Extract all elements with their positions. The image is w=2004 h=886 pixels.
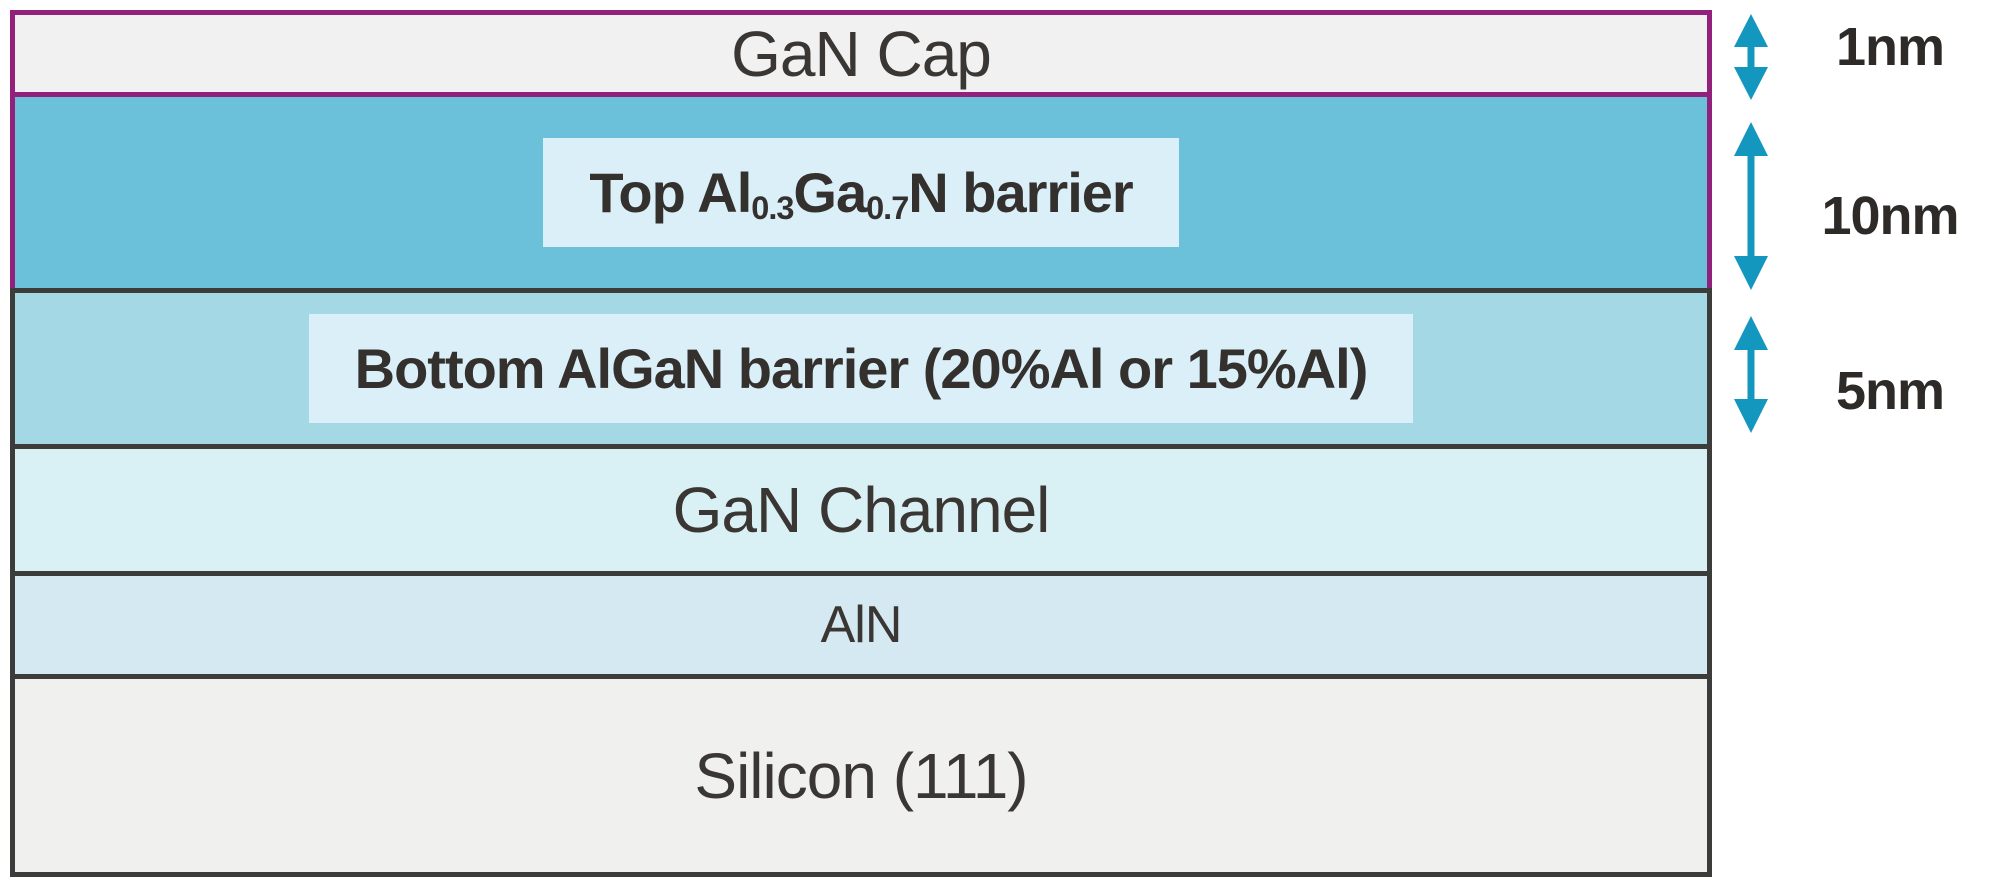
- arrow-head-down: [1734, 256, 1768, 290]
- layer-top-algan-barrier-label: Top Al0.3Ga0.7N barrier: [543, 138, 1179, 247]
- layer-top-algan-barrier: Top Al0.3Ga0.7N barrier: [10, 92, 1712, 293]
- layer-gan-channel: GaN Channel: [10, 444, 1712, 576]
- dimension-label-1nm: 1nm: [1835, 17, 1945, 77]
- layer-silicon-substrate: Silicon (111): [10, 674, 1712, 877]
- arrow-head-up: [1734, 316, 1768, 350]
- arrow-head-up: [1734, 122, 1768, 156]
- layer-gan-channel-label: GaN Channel: [672, 474, 1051, 546]
- dimension-label-10nm: 10nm: [1821, 186, 1959, 246]
- layer-aln: AlN: [10, 571, 1712, 679]
- layer-gan-cap-label: GaN Cap: [731, 17, 992, 90]
- layer-bottom-algan-barrier: Bottom AlGaN barrier (20%Al or 15%Al): [10, 288, 1712, 449]
- layer-bottom-algan-barrier-label: Bottom AlGaN barrier (20%Al or 15%Al): [308, 314, 1414, 423]
- arrow-head-down: [1734, 399, 1768, 433]
- dimension-label-5nm: 5nm: [1835, 361, 1945, 421]
- arrow-head-down: [1734, 67, 1768, 100]
- arrow-head-up: [1734, 14, 1768, 47]
- dimension-arrow-10nm-icon: [1734, 122, 1768, 290]
- dimension-arrow-1nm-icon: [1734, 14, 1768, 100]
- layer-gan-cap: GaN Cap: [10, 10, 1712, 97]
- layer-stack: GaN Cap Top Al0.3Ga0.7N barrier Bottom A…: [10, 10, 1712, 877]
- layer-silicon-substrate-label: Silicon (111): [694, 739, 1028, 812]
- layer-aln-label: AlN: [820, 596, 903, 654]
- dimension-arrow-5nm-icon: [1734, 316, 1768, 433]
